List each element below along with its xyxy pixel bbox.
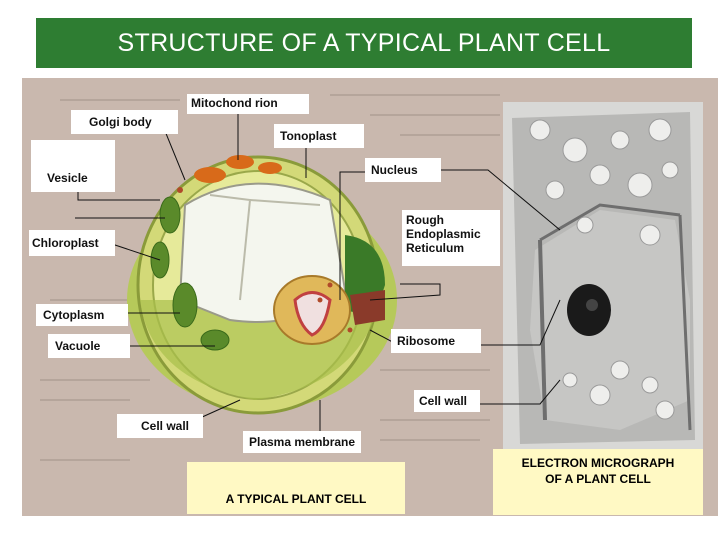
label-ribosome: Ribosome — [391, 329, 481, 353]
label-golgi-body: Golgi body — [71, 110, 178, 134]
caption-electron-micrograph-text: ELECTRON MICROGRAPH OF A PLANT CELL — [521, 456, 675, 486]
label-chloroplast: Chloroplast — [29, 230, 115, 256]
leader-lines — [75, 112, 561, 435]
label-rough-er-line-1: Rough — [406, 213, 444, 227]
label-nucleus: Nucleus — [365, 158, 441, 182]
label-vacuole: Vacuole — [48, 334, 130, 358]
caption-electron-micrograph: ELECTRON MICROGRAPH OF A PLANT CELL — [493, 449, 703, 515]
label-rough-er: Rough Endoplasmic Reticulum — [402, 210, 500, 266]
caption-typical-plant-cell: A TYPICAL PLANT CELL — [187, 462, 405, 514]
plant-cell-drawing — [127, 155, 397, 415]
label-vesicle: Vesicle — [31, 140, 115, 192]
caption-typical-plant-cell-text: A TYPICAL PLANT CELL — [225, 492, 367, 506]
label-tonoplast: Tonoplast — [274, 124, 364, 148]
scanned-text-lines — [40, 94, 500, 461]
label-cell-wall-right: Cell wall — [414, 390, 480, 412]
electron-micrograph-image — [503, 102, 703, 449]
label-cell-wall-left: Cell wall — [117, 414, 203, 438]
label-rough-er-line-2: Endoplasmic — [406, 227, 481, 241]
label-mitochondrion: Mitochond rion — [187, 94, 309, 114]
slide-title: STRUCTURE OF A TYPICAL PLANT CELL — [36, 18, 692, 68]
label-cytoplasm: Cytoplasm — [36, 304, 128, 326]
label-rough-er-line-3: Reticulum — [406, 241, 465, 255]
label-plasma-membrane: Plasma membrane — [243, 431, 361, 453]
